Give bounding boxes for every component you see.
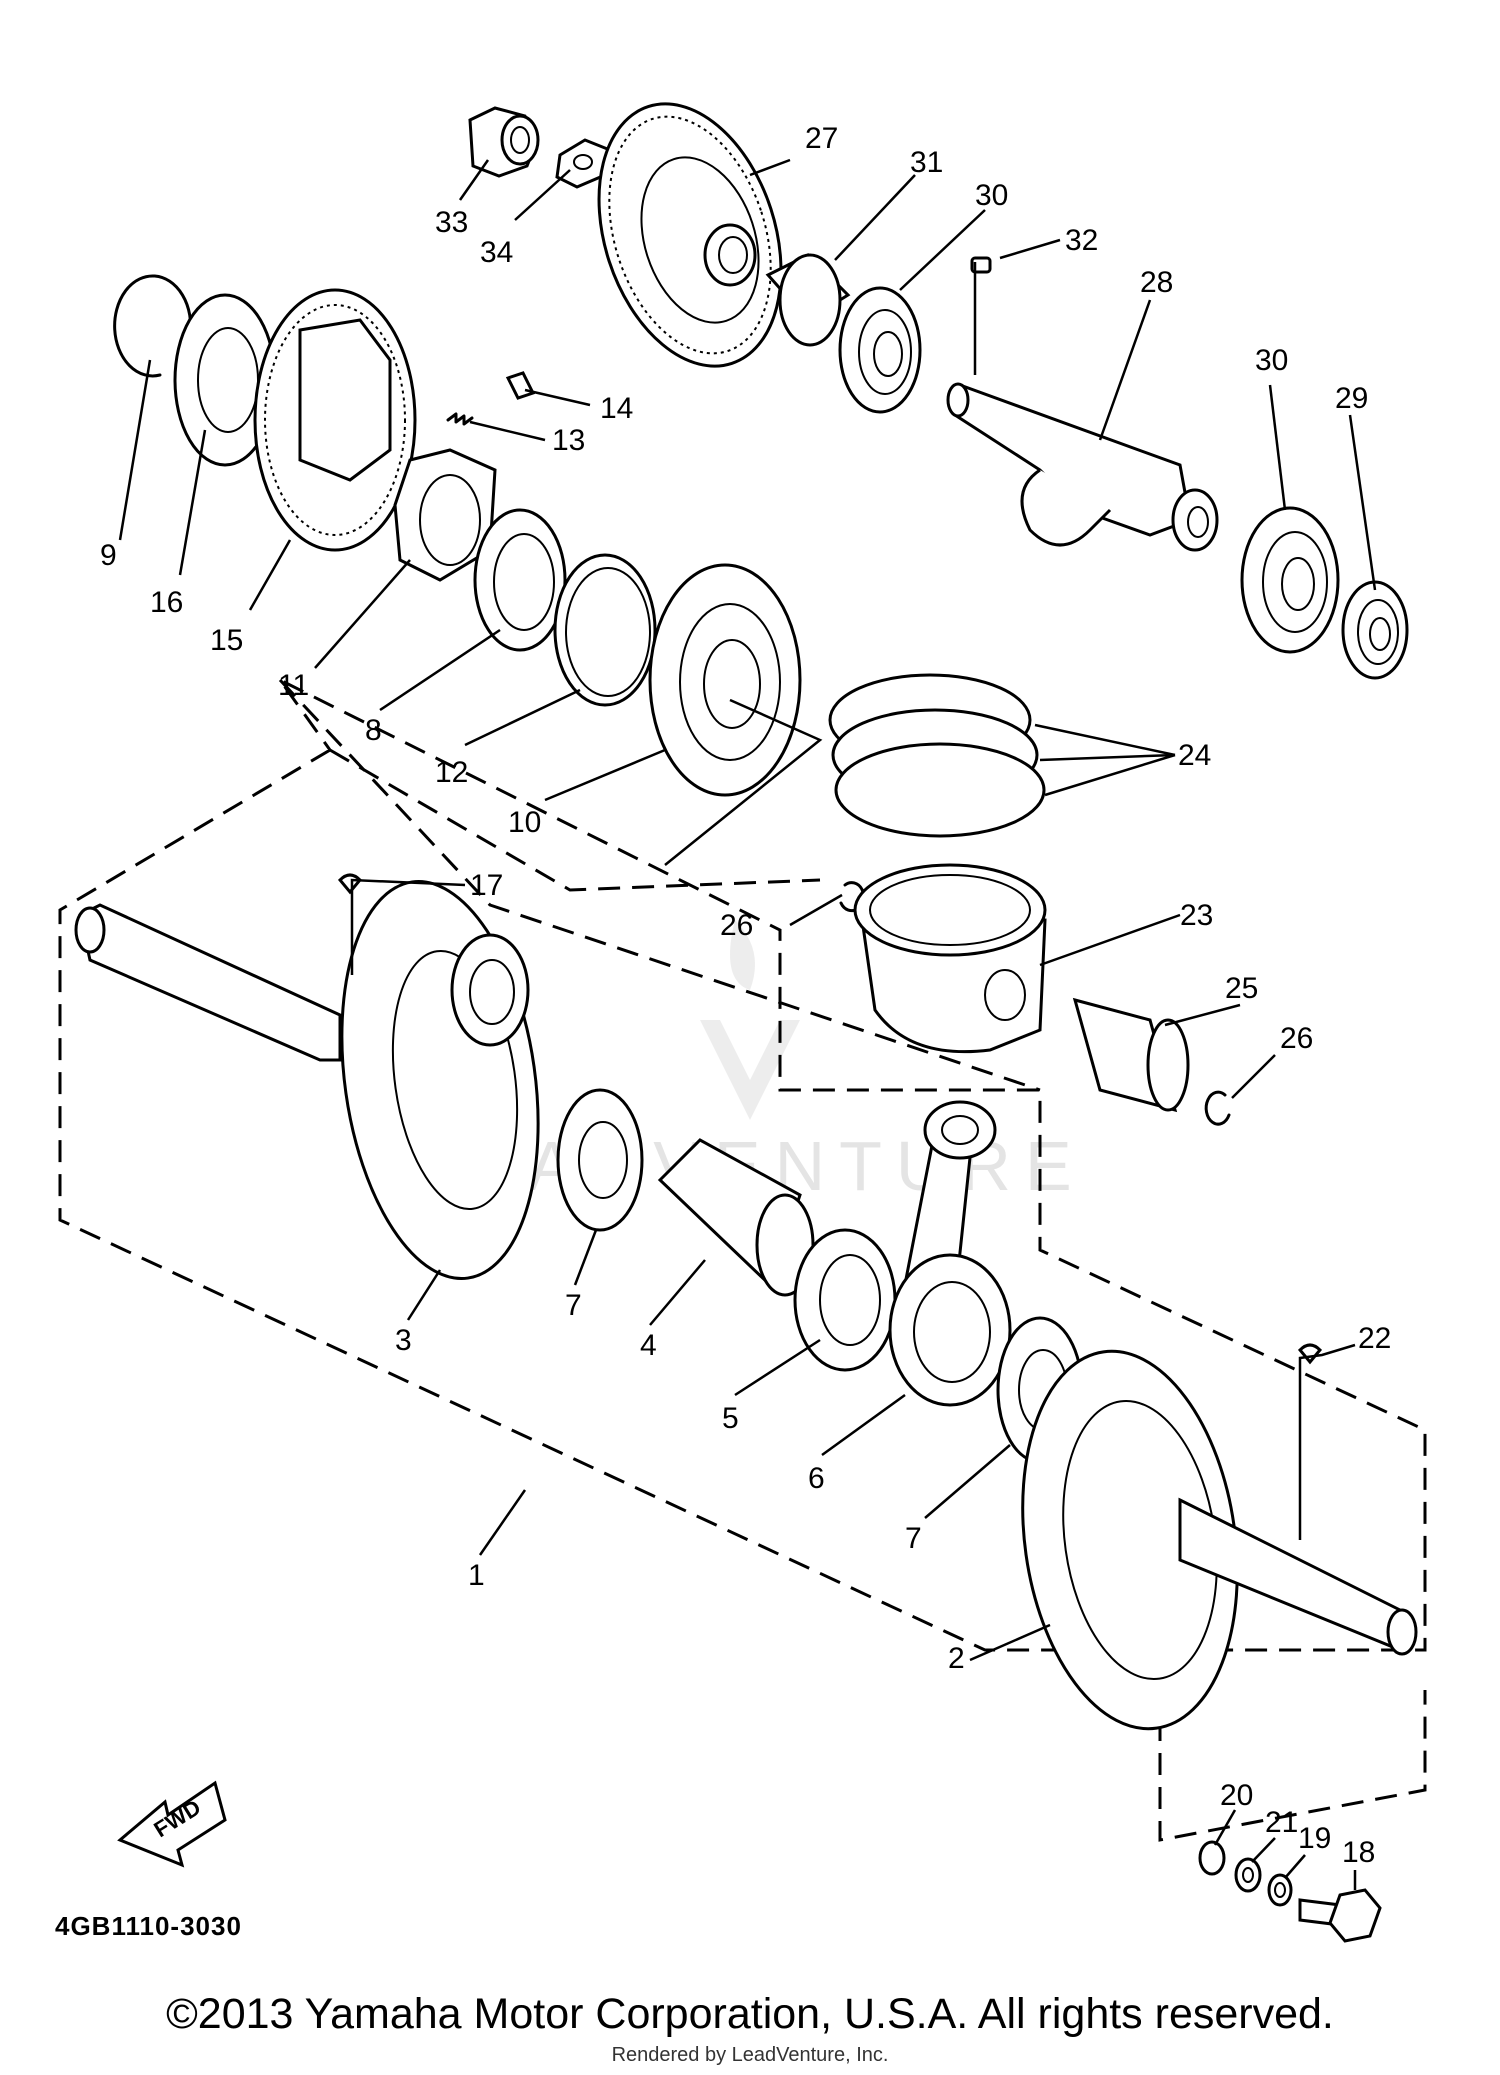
part-30-bearing-lower[interactable] [1240, 506, 1340, 654]
callout-16: 16 [150, 586, 183, 619]
callout-19: 19 [1298, 1822, 1331, 1855]
watermark-logo [700, 920, 800, 1120]
part-31-collar[interactable] [765, 253, 851, 347]
callout-10: 10 [508, 806, 541, 839]
part-17-woodruff-key[interactable] [337, 873, 363, 895]
callout-12: 12 [435, 756, 468, 789]
callout-7: 7 [905, 1522, 922, 1555]
callout-labels: 33 34 27 31 30 32 28 30 29 14 13 9 16 15… [100, 122, 1391, 1869]
part-8-thrust-washer[interactable] [473, 508, 567, 652]
part-28-balancer-shaft[interactable] [946, 382, 1219, 552]
fwd-arrow-icon: FWD [117, 1780, 227, 1868]
callout-18: 18 [1342, 1836, 1375, 1869]
callout-15: 15 [210, 624, 243, 657]
callout-13: 13 [552, 424, 585, 457]
callout-17: 17 [470, 869, 503, 902]
callout-1: 1 [468, 1559, 485, 1592]
part-6-connecting-rod[interactable] [888, 1100, 1012, 1407]
part-32-woodruff-key[interactable] [970, 256, 992, 274]
part-21-washer[interactable] [1234, 1857, 1262, 1893]
callout-2: 2 [948, 1642, 965, 1675]
callout-26: 26 [1280, 1022, 1313, 1055]
part-33-nut[interactable] [468, 106, 540, 178]
callout-11: 11 [278, 669, 309, 702]
callout-3: 3 [395, 1324, 412, 1357]
callout-26: 26 [720, 909, 753, 942]
part-5-needle-bearing[interactable] [793, 1228, 897, 1372]
callout-20: 20 [1220, 1779, 1253, 1812]
leader-lines [118, 158, 1377, 1890]
callout-4: 4 [640, 1329, 657, 1362]
callout-27: 27 [805, 122, 838, 155]
part-30-bearing-upper[interactable] [838, 286, 922, 414]
callout-14: 14 [600, 392, 633, 425]
part-20-o-ring[interactable] [1198, 1840, 1226, 1876]
part-9-circlip[interactable] [113, 274, 193, 378]
part-15-starter-wheel-gear[interactable] [253, 288, 417, 552]
copyright-notice: ©2013 Yamaha Motor Corporation, U.S.A. A… [166, 1990, 1334, 2038]
callout-7: 7 [565, 1289, 582, 1322]
callout-25: 25 [1225, 972, 1258, 1005]
part-7-thrust-washer-left[interactable] [556, 1088, 644, 1232]
part-14-plunger[interactable] [505, 371, 536, 400]
callout-32: 32 [1065, 224, 1098, 257]
callout-8: 8 [365, 714, 382, 747]
part-22-woodruff-key[interactable] [1297, 1343, 1323, 1365]
callout-28: 28 [1140, 266, 1173, 299]
callout-9: 9 [100, 539, 117, 572]
part-19-washer[interactable] [1267, 1873, 1293, 1907]
crankshaft-assembly-boundary [58, 678, 1427, 1842]
rendered-by-notice: Rendered by LeadVenture, Inc. [611, 2044, 889, 2066]
part-18-bolt[interactable] [1298, 1888, 1382, 1943]
callout-30: 30 [975, 179, 1008, 212]
part-27-balancer-drive-gear[interactable] [567, 80, 812, 389]
part-2-crank-right[interactable] [1000, 1337, 1418, 1743]
part-24-piston-ring-set[interactable] [828, 673, 1046, 838]
part-34-lock-washer[interactable] [555, 138, 612, 189]
callout-34: 34 [480, 236, 513, 269]
part-26-piston-pin-clip-lower[interactable] [1204, 1090, 1231, 1126]
part-13-spring[interactable] [446, 412, 474, 426]
callout-33: 33 [435, 206, 468, 239]
callout-23: 23 [1180, 899, 1213, 932]
part-23-piston[interactable] [853, 863, 1047, 1054]
callout-31: 31 [910, 146, 943, 179]
callout-22: 22 [1358, 1322, 1391, 1355]
part-3-crank-left[interactable] [74, 869, 562, 1292]
callout-6: 6 [808, 1462, 825, 1495]
part-10-bearing[interactable] [648, 563, 802, 797]
callout-21: 21 [1265, 1806, 1298, 1839]
callout-29: 29 [1335, 382, 1368, 415]
part-29-oil-seal[interactable] [1341, 580, 1409, 680]
callout-5: 5 [722, 1402, 739, 1435]
part-code: 4GB1110-3030 [55, 1911, 242, 1941]
callout-24: 24 [1178, 739, 1211, 772]
callout-30: 30 [1255, 344, 1288, 377]
part-25-piston-pin[interactable] [1072, 997, 1190, 1113]
part-12-washer[interactable] [553, 553, 657, 707]
